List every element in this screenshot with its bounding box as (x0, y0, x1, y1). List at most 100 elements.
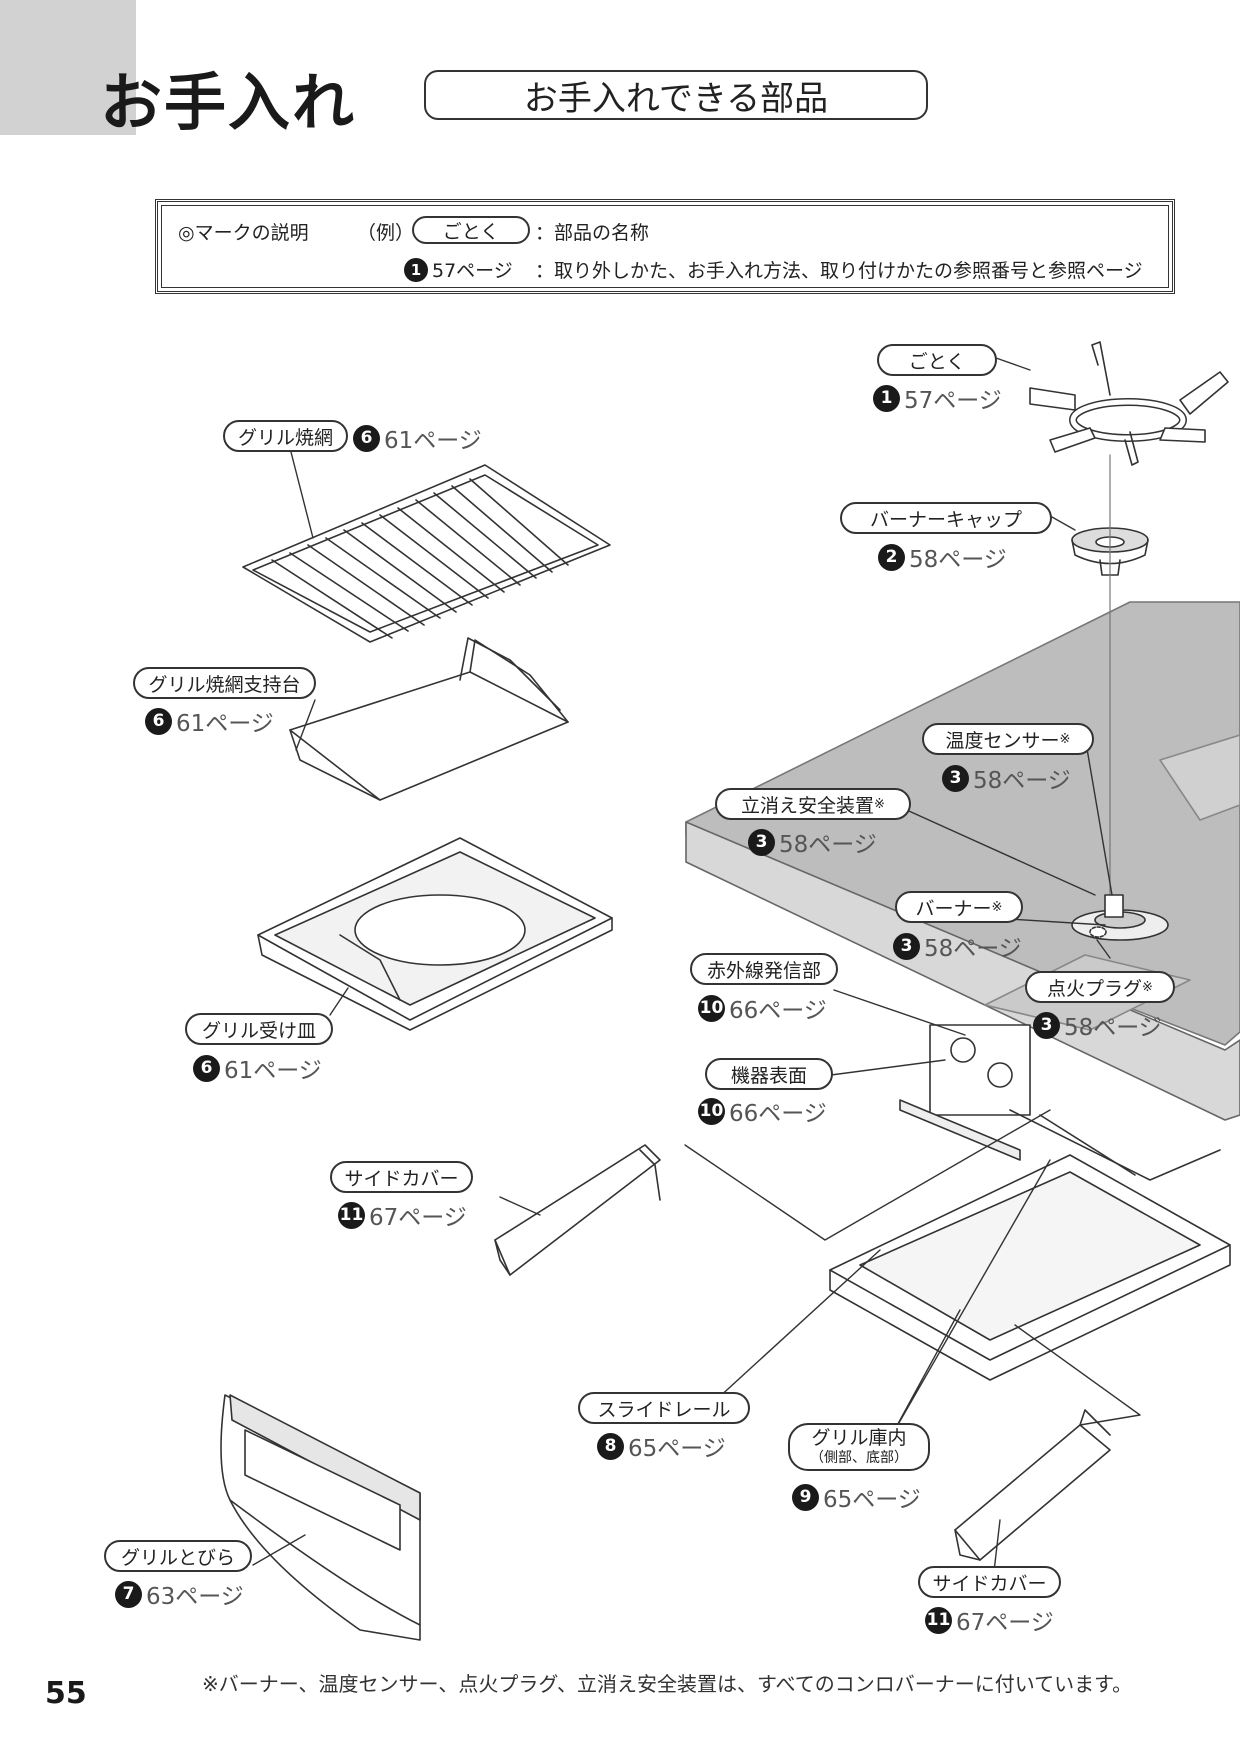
part-label-igniter: 点火プラグ※ (1025, 971, 1175, 1003)
grill-interior-drawing (829, 1109, 1231, 1381)
ref-page: 58ページ (924, 936, 1022, 962)
ref-page: 66ページ (729, 1101, 827, 1127)
ref-page: 66ページ (729, 998, 827, 1024)
cooktop-front-edge (685, 821, 1240, 1121)
grill-tray-drawing (257, 837, 613, 1031)
part-label-side-cover-left: サイドカバー (330, 1161, 473, 1193)
page-tab-block (0, 0, 136, 135)
part-label-burner: バーナー※ (895, 891, 1023, 923)
part-name: バーナー (915, 897, 992, 920)
ref-number-badge: 3 (893, 932, 920, 960)
ref-number-badge: 11 (338, 1201, 365, 1229)
legend-example-page: 57ページ (432, 260, 513, 282)
part-label-gotoku: ごとく (877, 344, 997, 376)
part-label-grill-tray: グリル受け皿 (185, 1013, 333, 1045)
ref-page: 67ページ (956, 1610, 1054, 1636)
gotoku-drawing (1029, 341, 1229, 466)
part-label-slide-rail: スライドレール (578, 1392, 750, 1424)
part-label-grill-net-stand: グリル焼網支持台 (133, 667, 316, 699)
ref-number-badge: 3 (748, 828, 775, 856)
part-label-flame-safety: 立消え安全装置※ (715, 788, 911, 820)
ref-number-badge: 9 (792, 1483, 819, 1511)
note-mark: ※ (1059, 731, 1071, 747)
ref-number-badge: 1 (404, 257, 428, 282)
note-mark: ※ (874, 796, 885, 812)
ref-page: 67ページ (369, 1205, 467, 1231)
ref-page: 58ページ (973, 768, 1071, 794)
part-name: グリル庫内 (811, 1427, 907, 1450)
burner-drawing (1071, 894, 1169, 941)
section-title: お手入れできる部品 (424, 70, 928, 120)
ref-number-badge: 2 (878, 543, 905, 571)
part-label-grill-interior: グリル庫内（側部、底部） (788, 1423, 930, 1471)
page-number: 55 (45, 1676, 87, 1711)
grill-net-stand-drawing (289, 637, 569, 801)
ref-page: 65ページ (823, 1487, 921, 1513)
ref-page: 57ページ (904, 388, 1002, 414)
ref-number-badge: 10 (698, 1097, 725, 1125)
part-label-temp-sensor: 温度センサー※ (922, 723, 1094, 755)
part-name: 点火プラグ (1047, 977, 1143, 1000)
ref-number-badge: 11 (925, 1606, 952, 1634)
ref-number-badge: 10 (698, 994, 725, 1022)
part-label-grill-door: グリルとびら (104, 1540, 252, 1572)
grill-door-drawing (220, 1394, 421, 1641)
ref-number-badge: 1 (873, 384, 900, 412)
ref-number-badge: 3 (1033, 1011, 1060, 1039)
legend-box: ◎マークの説明 （例） ごとく ：部品の名称 1 57ページ ：取り外しかた、お… (155, 199, 1175, 294)
legend-num-desc: ：取り外しかた、お手入れ方法、取り付けかたの参照番号と参照ページ (535, 260, 1143, 282)
ref-page: 61ページ (384, 428, 482, 454)
ref-page: 58ページ (1064, 1015, 1162, 1041)
legend-heading: ◎マークの説明 (178, 222, 309, 244)
ref-page: 61ページ (224, 1058, 322, 1084)
legend-example-pill: ごとく (412, 216, 530, 244)
ref-page: 61ページ (176, 711, 274, 737)
grill-net-drawing (242, 464, 611, 643)
part-label-surface: 機器表面 (705, 1058, 833, 1090)
note-mark: ※ (1142, 979, 1153, 995)
ref-page: 58ページ (909, 547, 1007, 573)
side-cover-left-drawing (494, 1144, 661, 1276)
part-label-grill-net: グリル焼網 (223, 420, 348, 452)
legend-pill-desc: ：部品の名称 (535, 222, 650, 244)
part-label-burner-cap: バーナーキャップ (840, 502, 1052, 534)
legend-example: （例） (357, 222, 415, 244)
part-name: 温度センサー (945, 729, 1060, 752)
control-panel-drawing (899, 1024, 1031, 1161)
cooktop-glass-panel (1159, 734, 1240, 821)
footnote: ※バーナー、温度センサー、点火プラグ、立消え安全装置は、すべてのコンロバーナーに… (202, 1672, 1133, 1696)
ref-page: 65ページ (628, 1436, 726, 1462)
side-cover-right-drawing (954, 1409, 1111, 1561)
ref-page: 58ページ (779, 832, 877, 858)
legend-example-ref: 1 57ページ (404, 256, 513, 283)
ref-number-badge: 7 (115, 1580, 142, 1608)
ref-number-badge: 8 (597, 1432, 624, 1460)
part-name: 立消え安全装置 (741, 794, 875, 817)
part-label-side-cover-right: サイドカバー (918, 1566, 1061, 1598)
part-label-ir-emitter: 赤外線発信部 (690, 953, 838, 985)
ref-number-badge: 6 (353, 424, 380, 452)
ref-number-badge: 6 (193, 1054, 220, 1082)
page-title: お手入れ (100, 66, 357, 139)
ref-number-badge: 3 (942, 764, 969, 792)
note-mark: ※ (991, 899, 1003, 915)
ref-number-badge: 6 (145, 707, 172, 735)
ref-page: 63ページ (146, 1584, 244, 1610)
